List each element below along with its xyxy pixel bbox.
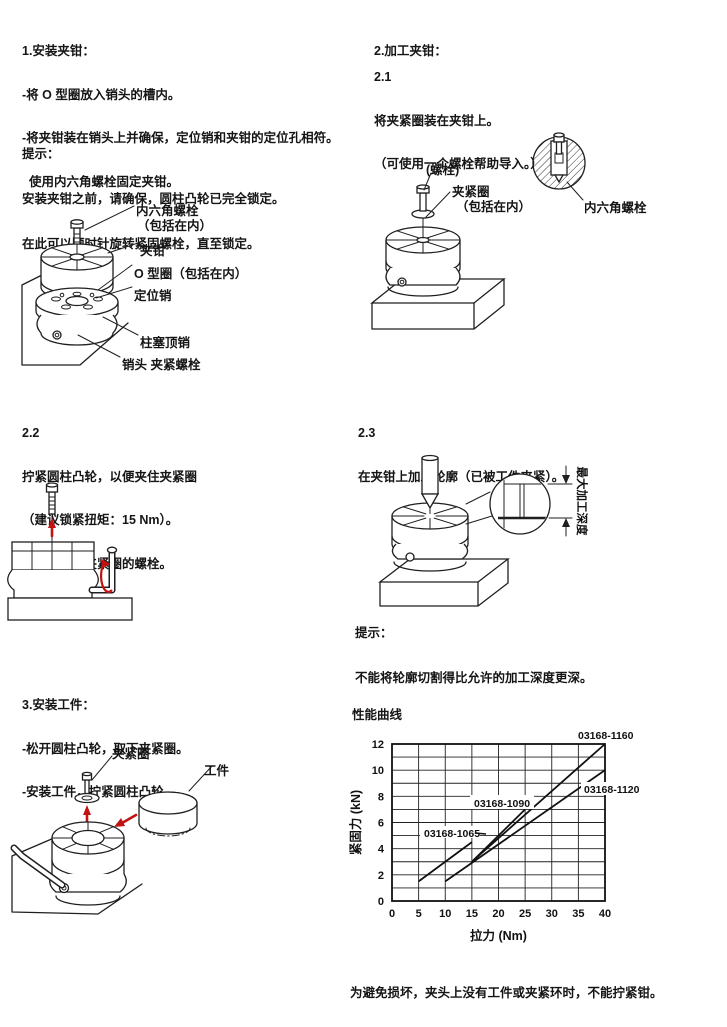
max-depth-label: 最大加工深度 <box>575 467 589 536</box>
svg-text:2: 2 <box>378 870 384 882</box>
section-3-workpiece: 3.安装工件： -松开圆柱凸轮，取下夹紧圈。 -安装工件，拧紧圆柱凸轮。. <box>22 698 189 799</box>
svg-text:30: 30 <box>546 908 558 920</box>
fig2-hex-bolt-label: 内六角螺栓 <box>584 201 647 215</box>
performance-chart: 0 5 10 15 20 25 30 35 40 0 2 4 6 8 10 12 03168-1065 03168… <box>348 730 645 943</box>
lower-base-drawing <box>36 314 118 346</box>
removed-bolt-drawing <box>45 482 59 515</box>
red-up-arrowhead <box>48 518 56 528</box>
series-label: 03168-1120 <box>584 784 640 796</box>
red-left-arrow <box>120 813 138 825</box>
section-1-title: 1.安装夹钳： <box>22 44 95 58</box>
figure-2-3-machining: 最大加工深度 <box>378 454 589 607</box>
svg-text:6: 6 <box>378 818 384 830</box>
fig1-leader-lines <box>77 205 139 358</box>
red-left-arrowhead <box>114 818 125 827</box>
fig1-hex-bolt-label: 内六角螺栓 <box>136 204 199 218</box>
section-1-install: 1.安装夹钳： -将 O 型圈放入销头的槽内。 -将夹钳装在销头上并确保，定位销… <box>22 44 339 189</box>
red-rotation-arrowhead <box>101 559 110 569</box>
footer-warning: 为避免损坏，夹头上没有工件或夹紧环时，不能拧紧钳。 请遵守图中所示的最大拧紧力矩… <box>350 986 663 1000</box>
figure-3-mount-workpiece <box>10 755 213 915</box>
series-label: 03168-1090 <box>474 798 530 810</box>
fig1-hex-bolt-label-2: （包括在内） <box>137 219 213 233</box>
fig1-locating-pin-label: 定位销 <box>134 289 172 303</box>
cross-section-detail <box>532 132 586 190</box>
svg-text:10: 10 <box>439 908 451 920</box>
svg-text:0: 0 <box>378 896 384 908</box>
section-2-title: 2.加工夹钳： <box>374 44 447 58</box>
clamp-ring-with-bolt <box>411 184 435 239</box>
fig5-clamp-ring-label: 夹紧圈 <box>112 747 150 761</box>
leader-bolt <box>423 172 432 191</box>
fig1-oring-label: O 型圈（包括在内） <box>134 267 248 281</box>
x-axis-title: 拉力 (Nm) <box>470 928 527 943</box>
hex-wrench-drawing <box>10 844 66 889</box>
svg-text:0: 0 <box>389 908 395 920</box>
svg-text:4: 4 <box>378 844 385 856</box>
svg-text:15: 15 <box>466 908 478 920</box>
cutting-tool-drawing <box>420 454 440 510</box>
svg-text:40: 40 <box>599 908 611 920</box>
chart-title: 性能曲线 <box>352 708 403 722</box>
collet-drawing <box>49 821 127 906</box>
fig1-collet-label: 夹钳 <box>140 244 166 258</box>
svg-text:5: 5 <box>416 908 422 920</box>
machine-block <box>370 278 506 330</box>
magnified-detail-circle <box>489 473 551 535</box>
y-axis-title: 紧固力 (kN) <box>348 790 363 855</box>
fig2-bolt-label: (螺栓) <box>426 163 460 177</box>
figure-1-exploded-view <box>21 205 139 366</box>
fig5-leader-lines <box>91 755 213 792</box>
svg-text:8: 8 <box>378 791 384 803</box>
fig1-plunger-pin-label: 柱塞顶销 <box>140 336 191 350</box>
workpiece-drawing <box>138 791 198 837</box>
fig1-pin-head-label: 销头 夹紧螺栓 <box>122 358 201 372</box>
figure-2-1-clamp-ring-mounting <box>370 132 586 330</box>
svg-text:10: 10 <box>372 765 384 777</box>
figure-2-2-tighten-cam <box>7 482 133 621</box>
svg-text:25: 25 <box>519 908 531 920</box>
svg-text:20: 20 <box>492 908 504 920</box>
svg-text:35: 35 <box>572 908 584 920</box>
series-label: 03168-1160 <box>578 730 634 742</box>
clamp-side-view <box>7 541 133 621</box>
collet-drawing <box>391 502 469 572</box>
red-up-arrowhead <box>83 805 91 815</box>
tip-2: 提示： 不能将轮廓切割得比允许的加工深度更深。 <box>355 626 593 685</box>
series-label: 03168-1065 <box>424 828 480 840</box>
leader-clamp-ring <box>425 191 451 218</box>
fig5-workpiece-label: 工件 <box>204 764 230 778</box>
svg-text:12: 12 <box>372 739 384 751</box>
depth-dimension: 最大加工深度 <box>547 465 589 537</box>
projection-lines <box>465 491 493 525</box>
section-2-1: 2.1 将夹紧圈装在夹钳上。 （可使用一个螺栓帮助导入。） <box>374 70 543 171</box>
fig2-clamp-ring-label-2: （包括在内） <box>456 200 532 214</box>
fig2-clamp-ring-label: 夹紧圈 <box>452 185 490 199</box>
clamp-ring-with-bolt <box>74 771 100 804</box>
collet-drawing <box>385 226 461 297</box>
